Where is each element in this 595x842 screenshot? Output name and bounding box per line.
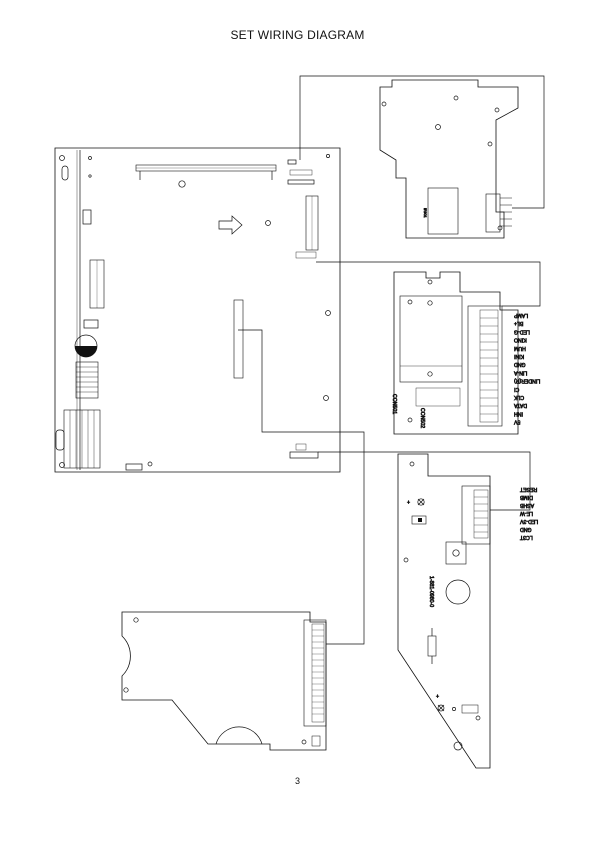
board-b-pin-label: 5V [513, 419, 520, 425]
board-b-pin-label: CI [514, 386, 519, 392]
board-b-pin-label: LED-G [514, 328, 530, 334]
svg-text:IR901: IR901 [423, 208, 427, 218]
board-c-pin-label: RESET [519, 486, 537, 492]
board-b-connector-2-label: CON502 [419, 408, 425, 428]
svg-text:+: + [436, 694, 439, 700]
board-b-pin-label: HUM [514, 345, 526, 351]
board-c-part-number: 1-881-0980-0 [428, 576, 434, 607]
board-c-pin-label: DIMB [519, 494, 533, 500]
board-b-pin-label: KINO [514, 337, 527, 343]
board-b-pin-label: LINDER(R) [514, 378, 540, 384]
board-c-pin-label: ASHB [519, 502, 534, 508]
board-b-pin-label: BL+ [514, 320, 523, 326]
board-c-pin-label: LC3T [519, 534, 533, 540]
board-b-pin-label: CLK [513, 394, 524, 400]
board-b-pin-label: LIN-A [513, 369, 527, 375]
page-title: SET WIRING DIAGRAM [230, 28, 365, 42]
board-c-pin-label: GND [520, 526, 532, 532]
board-c-pin-label: LE-W [520, 510, 533, 516]
main-board [54, 147, 341, 473]
board-b-pin-label: INH [514, 410, 523, 416]
board-b-pin-labels: LAMP BL+ LED-G KINO HUM KINI GND LIN-A LINDER(R)… [513, 312, 540, 425]
board-c: + + [397, 453, 491, 769]
board-c-pin-label: LED-3V [519, 518, 538, 524]
board-b-pin-label: KINI [514, 353, 524, 359]
board-b-pin-label: GND [514, 361, 526, 367]
page-number: 3 [294, 776, 300, 786]
board-b [393, 271, 519, 435]
board-c-pin-labels: RESET DIMB ASHB LE-W LED-3V GND LC3T [519, 486, 539, 541]
board-d [121, 611, 327, 751]
board-b-pin-label: DATA [513, 402, 527, 408]
board-a: IR901 [379, 79, 519, 239]
svg-text:+: + [407, 500, 410, 506]
board-b-pin-label: LAMP [513, 312, 528, 318]
wires [238, 75, 545, 645]
board-b-connector-1-label: CON501 [391, 394, 397, 414]
